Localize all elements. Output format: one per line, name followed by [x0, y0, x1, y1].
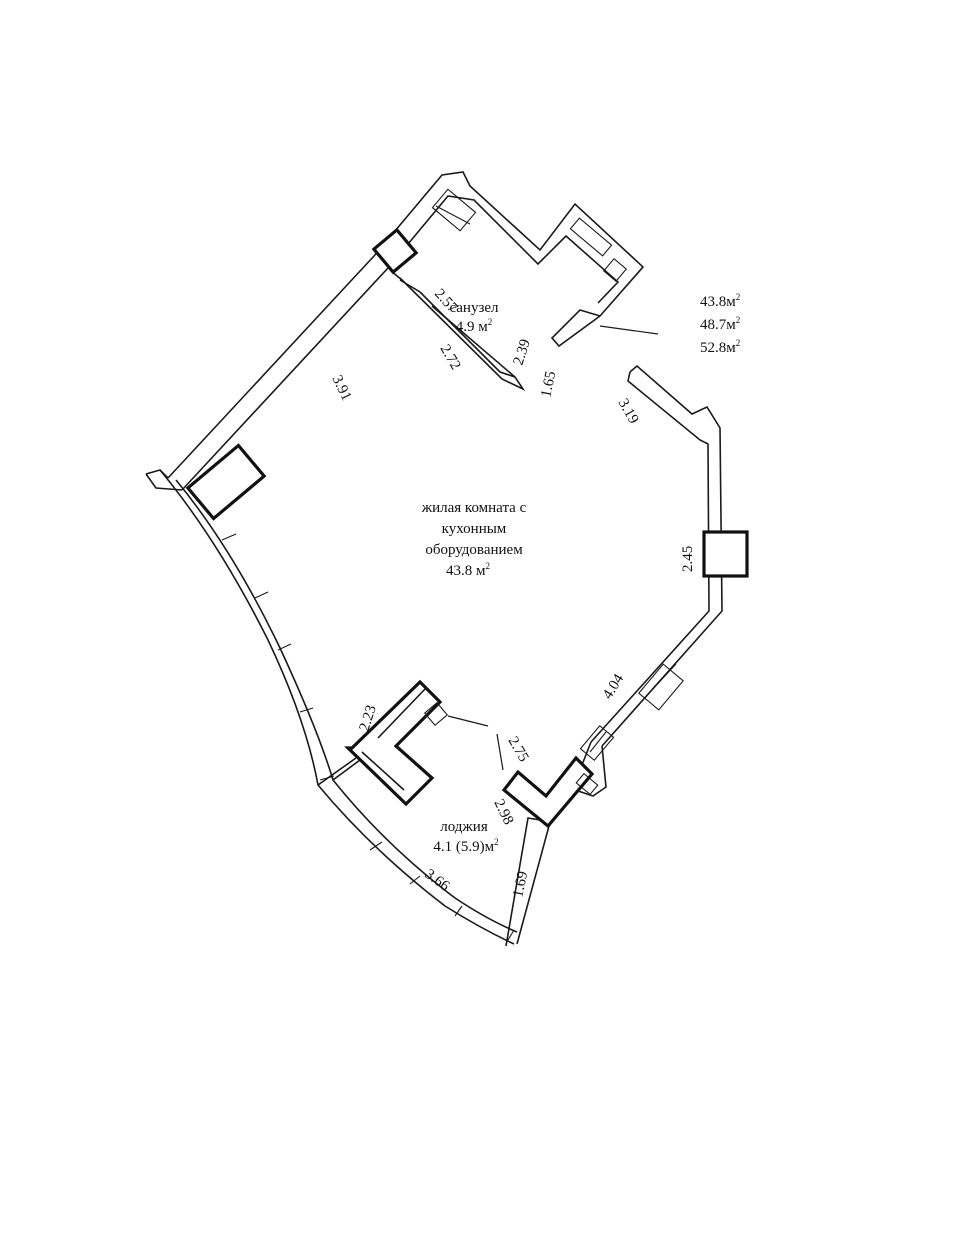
dim-2-45: 2.45: [680, 546, 696, 572]
duct-bathroom-diagonal: [435, 205, 471, 225]
living-name-line2: кухонным: [442, 521, 507, 537]
wall-east: [590, 364, 723, 747]
total-living: 43.8м2: [700, 292, 740, 310]
loggia-step: [575, 772, 599, 796]
column-east: [702, 530, 749, 578]
dim-2-75: 2.75: [505, 734, 532, 765]
dim-2-23: 2.23: [357, 703, 380, 733]
leader-door-east: [496, 733, 504, 771]
column-north: [371, 227, 419, 275]
sink: [602, 257, 628, 283]
wall-bathroom: [373, 171, 645, 391]
leader-door-west: [447, 715, 489, 727]
dim-1-65: 1.65: [538, 370, 559, 399]
duct-east-diagonal: [649, 663, 677, 693]
area-totals: 43.8м2 48.7м2 52.8м2: [700, 292, 740, 356]
dim-3-19: 3.19: [615, 396, 642, 427]
leader-lines: [447, 325, 659, 771]
wall-curved-glazing-outer: [159, 469, 515, 945]
fixtures: [431, 188, 684, 796]
dim-3-91: 3.91: [328, 373, 354, 404]
pier-loggia-west: [344, 679, 443, 807]
columns: [185, 227, 749, 829]
dimension-labels: 2.57 2.39 2.72 1.65 3.91 3.19 2.45 4.04 …: [328, 286, 696, 899]
dim-2-39: 2.39: [511, 337, 534, 367]
walls: [145, 171, 723, 947]
bathroom-name: санузел: [449, 300, 499, 316]
wall-loggia-west: [317, 757, 361, 786]
loggia-name: лоджия: [440, 819, 488, 835]
room-labels: санузел 4.9 м2 жилая комната с кухонным …: [421, 300, 527, 855]
dim-4-04: 4.04: [600, 671, 628, 702]
duct-loggia: [579, 724, 615, 762]
loggia-area: 4.1 (5.9)м2: [433, 837, 498, 855]
pier-loggia-west-core: [361, 687, 427, 791]
wall-curved-glazing-inner: [175, 479, 518, 933]
bathtub: [569, 217, 613, 257]
bathroom-area: 4.9 м2: [456, 317, 493, 335]
pier-loggia-east: [501, 755, 595, 829]
pier-loggia-west-step: [423, 701, 449, 727]
living-name-line1: жилая комната с: [421, 500, 527, 516]
dim-1-69: 1.69: [510, 870, 531, 899]
total-general: 48.7м2: [700, 315, 740, 333]
wall-northwest: [167, 255, 389, 491]
duct-loggia-diagonal: [589, 731, 607, 753]
column-west: [185, 443, 267, 521]
living-area: 43.8 м2: [446, 561, 490, 579]
leader-totals: [599, 325, 659, 335]
duct-bathroom: [431, 188, 477, 232]
dim-2-98: 2.98: [490, 797, 516, 828]
living-name-line3: оборудованием: [425, 542, 523, 558]
dim-2-72: 2.72: [437, 342, 464, 373]
total-with-loggia: 52.8м2: [700, 338, 740, 356]
duct-east: [638, 663, 684, 711]
